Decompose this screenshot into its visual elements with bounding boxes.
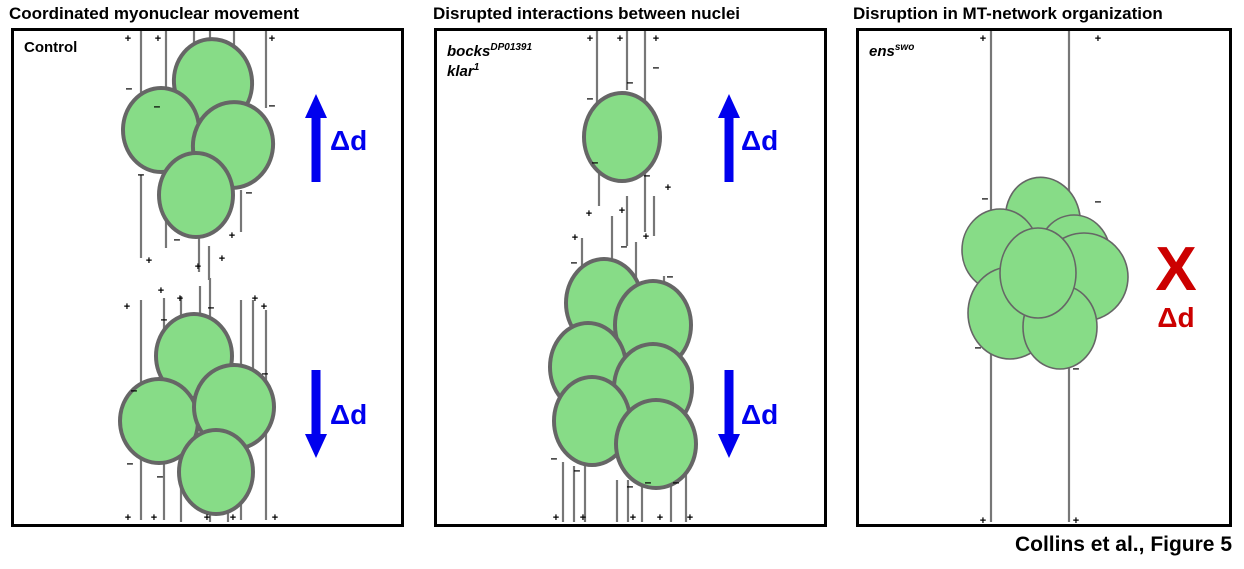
nucleus-layer — [118, 37, 1129, 516]
minus-end-mark: – — [653, 60, 660, 74]
minus-end-mark: – — [262, 366, 269, 380]
minus-end-mark: – — [587, 91, 594, 105]
minus-end-mark: – — [208, 300, 215, 314]
minus-end-mark: – — [975, 340, 982, 354]
minus-end-mark: – — [982, 191, 989, 205]
genotype-label-ens: ensswo — [869, 42, 915, 60]
plus-end-mark: + — [665, 182, 671, 194]
displacement-label: Δd — [741, 125, 778, 156]
minus-end-mark: – — [673, 475, 680, 489]
plus-end-mark: + — [617, 33, 623, 45]
minus-end-mark: – — [645, 475, 652, 489]
plus-end-mark: + — [125, 512, 131, 524]
plus-end-mark: + — [272, 512, 278, 524]
plus-end-mark: + — [177, 293, 183, 305]
plus-end-mark: + — [252, 293, 258, 305]
minus-end-mark: – — [621, 239, 628, 253]
minus-end-mark: – — [138, 167, 145, 181]
arrow-up-icon — [305, 94, 327, 118]
minus-end-mark: – — [551, 451, 558, 465]
nucleus — [582, 91, 662, 183]
plus-end-mark: + — [580, 512, 586, 524]
plus-end-mark: + — [653, 33, 659, 45]
plus-end-mark: + — [125, 33, 131, 45]
minus-end-mark: – — [154, 99, 161, 113]
plus-end-mark: + — [229, 230, 235, 242]
panel-title-disrupted-interactions: Disrupted interactions between nuclei — [433, 4, 741, 23]
plus-end-mark: + — [980, 33, 986, 45]
nucleus — [157, 151, 235, 239]
panel-title-mt-network: Disruption in MT-network organization — [853, 4, 1163, 23]
plus-end-mark: + — [195, 261, 201, 273]
plus-end-mark: + — [687, 512, 693, 524]
plus-end-mark: + — [553, 512, 559, 524]
minus-end-mark: – — [246, 185, 253, 199]
minus-end-mark: – — [592, 155, 599, 169]
nucleus — [614, 398, 698, 490]
arrow-down-icon — [305, 434, 327, 458]
minus-end-mark: – — [667, 269, 674, 283]
plus-end-mark: + — [619, 205, 625, 217]
plus-end-mark: + — [1095, 33, 1101, 45]
minus-end-mark: – — [126, 81, 133, 95]
plus-end-mark: + — [151, 512, 157, 524]
plus-end-mark: + — [269, 33, 275, 45]
plus-end-mark: + — [155, 33, 161, 45]
plus-end-mark: + — [219, 253, 225, 265]
blocked-displacement-label: Δd — [1157, 302, 1194, 333]
arrow-up-icon — [718, 94, 740, 118]
genotype-label-bocks: bocksDP01391 — [447, 42, 533, 60]
minus-end-mark: – — [161, 312, 168, 326]
plus-end-mark: + — [980, 515, 986, 527]
minus-end-mark: – — [644, 168, 651, 182]
plus-end-mark: + — [587, 33, 593, 45]
plus-end-mark: + — [1073, 515, 1079, 527]
minus-end-mark: – — [269, 98, 276, 112]
plus-end-mark: + — [261, 301, 267, 313]
plus-end-mark: + — [643, 231, 649, 243]
displacement-label: Δd — [741, 399, 778, 430]
plus-end-mark: + — [124, 301, 130, 313]
plus-end-mark: + — [630, 512, 636, 524]
plus-end-mark: + — [657, 512, 663, 524]
arrow-down-icon — [718, 434, 740, 458]
displacement-label: Δd — [330, 125, 367, 156]
blocked-x-icon: X — [1155, 235, 1196, 304]
minus-end-mark: – — [627, 479, 634, 493]
minus-end-mark: – — [174, 232, 181, 246]
minus-end-mark: – — [131, 383, 138, 397]
nucleus — [177, 428, 255, 516]
plus-end-mark: + — [572, 232, 578, 244]
polarity-marks-layer: +++++++++++++++++––––––––––––+++++++++++… — [124, 33, 1102, 527]
displacement-label: Δd — [330, 399, 367, 430]
plus-end-mark: + — [146, 255, 152, 267]
minus-end-mark: – — [127, 456, 134, 470]
minus-end-mark: – — [1073, 361, 1080, 375]
minus-end-mark: – — [627, 75, 634, 89]
figure-caption: Collins et al., Figure 5 — [1014, 533, 1232, 556]
plus-end-mark: + — [158, 285, 164, 297]
minus-end-mark: – — [574, 463, 581, 477]
minus-end-mark: – — [1095, 194, 1102, 208]
plus-end-mark: + — [586, 208, 592, 220]
plus-end-mark: + — [204, 512, 210, 524]
plus-end-mark: + — [230, 512, 236, 524]
minus-end-mark: – — [157, 469, 164, 483]
nucleus — [999, 227, 1077, 319]
genotype-label-control: Control — [24, 39, 78, 56]
minus-end-mark: – — [571, 255, 578, 269]
panel-title-coordinated: Coordinated myonuclear movement — [9, 4, 300, 23]
genotype-label-klar: klar1 — [447, 62, 480, 80]
